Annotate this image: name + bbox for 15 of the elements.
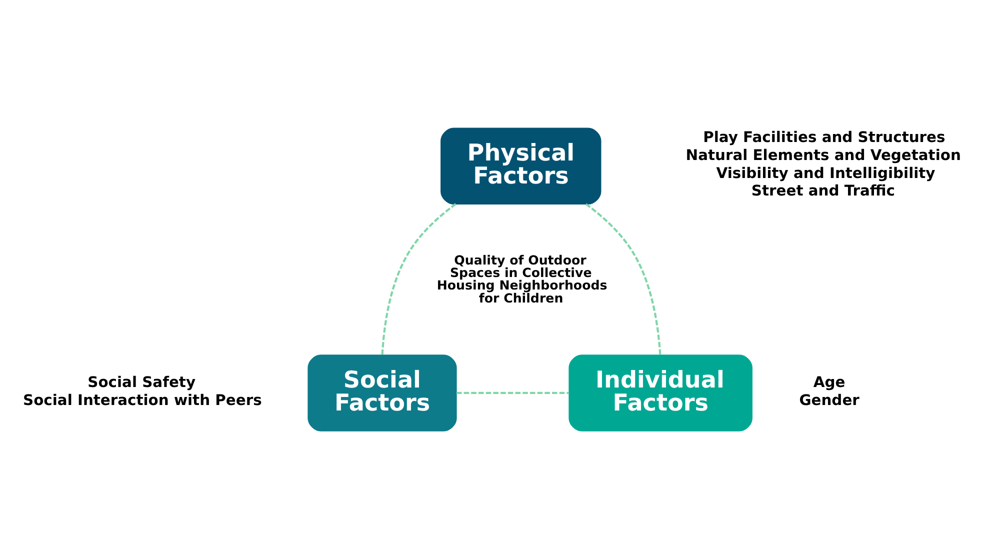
connector [381, 202, 456, 354]
node-box: Individual Factors [568, 354, 752, 431]
node-label: Age [813, 373, 846, 390]
connector [456, 391, 569, 394]
node-label: Play Facilities and Structures [703, 128, 946, 146]
label: Quality of Outdoor Spaces in Collective Housing Neighborhoods for Children [436, 252, 608, 305]
node-label: Natural Elements and Vegetation [686, 146, 961, 164]
node-label: Street and Traffic [751, 182, 895, 200]
node-label: Social Interaction with Peers [23, 391, 262, 408]
node-label: Social Safety [88, 373, 196, 390]
node-box: Physical Factors [440, 127, 602, 204]
connector [585, 202, 662, 354]
node-label: Gender [799, 391, 860, 408]
node-box: Social Factors [308, 354, 457, 431]
node-label: Visibility and Intelligibility [716, 164, 936, 182]
